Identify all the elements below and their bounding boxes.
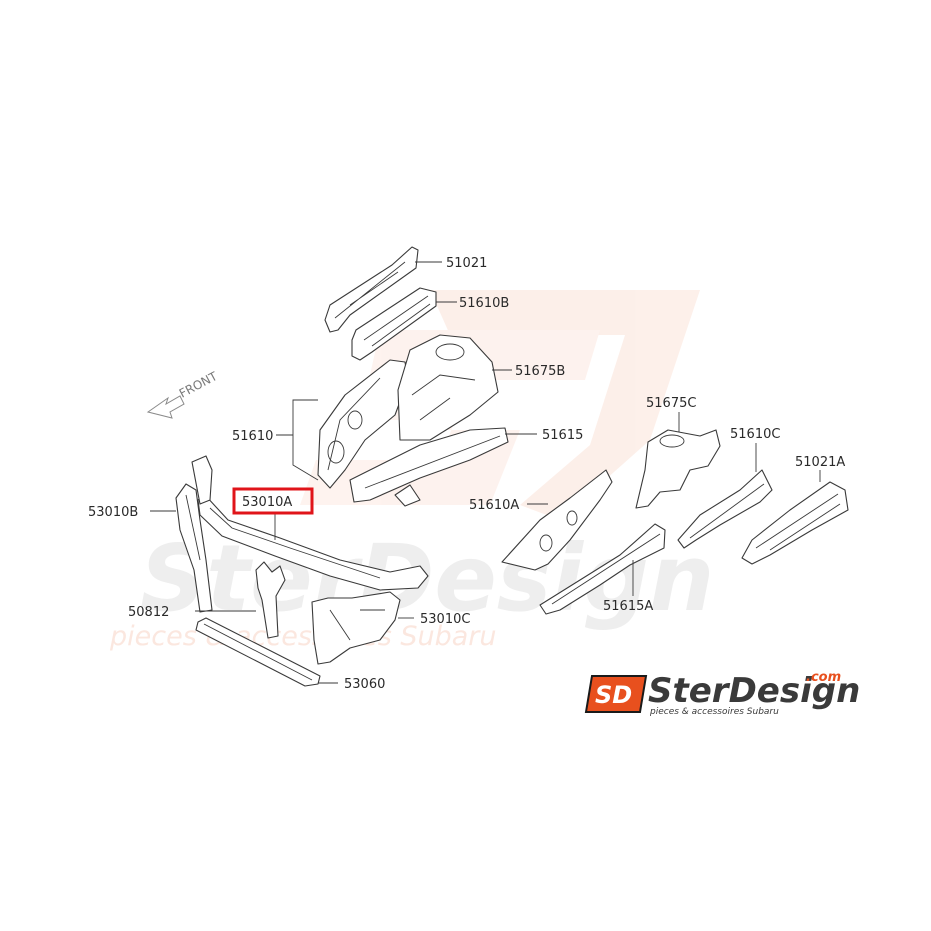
brand-logo-domain: .com — [806, 670, 841, 685]
highlight-box-53010A — [232, 487, 314, 515]
brand-logo-tagline: pieces & accessoires Subaru — [649, 707, 779, 717]
label-51021[interactable]: 51021 — [446, 256, 487, 271]
part-53060-shape — [195, 617, 321, 687]
label-53010B[interactable]: 53010B — [88, 505, 138, 520]
part-51615A-shape — [539, 523, 666, 615]
label-53010C[interactable]: 53010C — [420, 612, 470, 627]
part-51615-shape — [349, 427, 509, 507]
part-53010C-shape — [311, 591, 401, 665]
part-51610A-shape — [501, 469, 613, 571]
label-51610A[interactable]: 51610A — [469, 498, 519, 513]
part-51675C-shape — [635, 429, 721, 509]
front-label: FRONT — [177, 369, 220, 401]
front-arrow: FRONT — [146, 369, 220, 419]
watermark-tagline: pieces & accessoires Subaru — [109, 621, 497, 652]
label-51610B[interactable]: 51610B — [459, 296, 509, 311]
label-53060[interactable]: 53060 — [344, 677, 385, 692]
label-53010A[interactable]: 53010A — [242, 495, 292, 510]
label-51610[interactable]: 51610 — [232, 429, 273, 444]
brand-logo-text: SterDesign — [648, 671, 860, 711]
label-51610C[interactable]: 51610C — [730, 427, 780, 442]
brand-logo: SD SterDesign .com pieces & accessoires … — [584, 670, 860, 717]
brand-logo-mark-text: SD — [595, 681, 632, 709]
part-51021A-shape — [741, 481, 849, 565]
part-labels: 51021 51610B 51675B 51610 51615 53010A 5… — [88, 256, 845, 692]
part-51610C-shape — [677, 469, 773, 549]
brand-logo-mark — [584, 675, 648, 713]
leader-lines — [150, 261, 821, 684]
part-53010A-shape — [197, 494, 429, 591]
part-51021-shape — [324, 246, 419, 333]
label-51675B[interactable]: 51675B — [515, 364, 565, 379]
label-51615[interactable]: 51615 — [542, 428, 583, 443]
label-51021A[interactable]: 51021A — [795, 455, 845, 470]
part-51610B-shape — [351, 287, 437, 361]
label-50812[interactable]: 50812 — [128, 605, 169, 620]
label-51615A[interactable]: 51615A — [603, 599, 653, 614]
label-51675C[interactable]: 51675C — [646, 396, 696, 411]
part-51675B-shape — [397, 334, 499, 441]
part-53010B-shape — [175, 455, 213, 613]
part-50812-shape — [255, 561, 286, 639]
watermark-brand: SterDesign — [140, 525, 714, 632]
